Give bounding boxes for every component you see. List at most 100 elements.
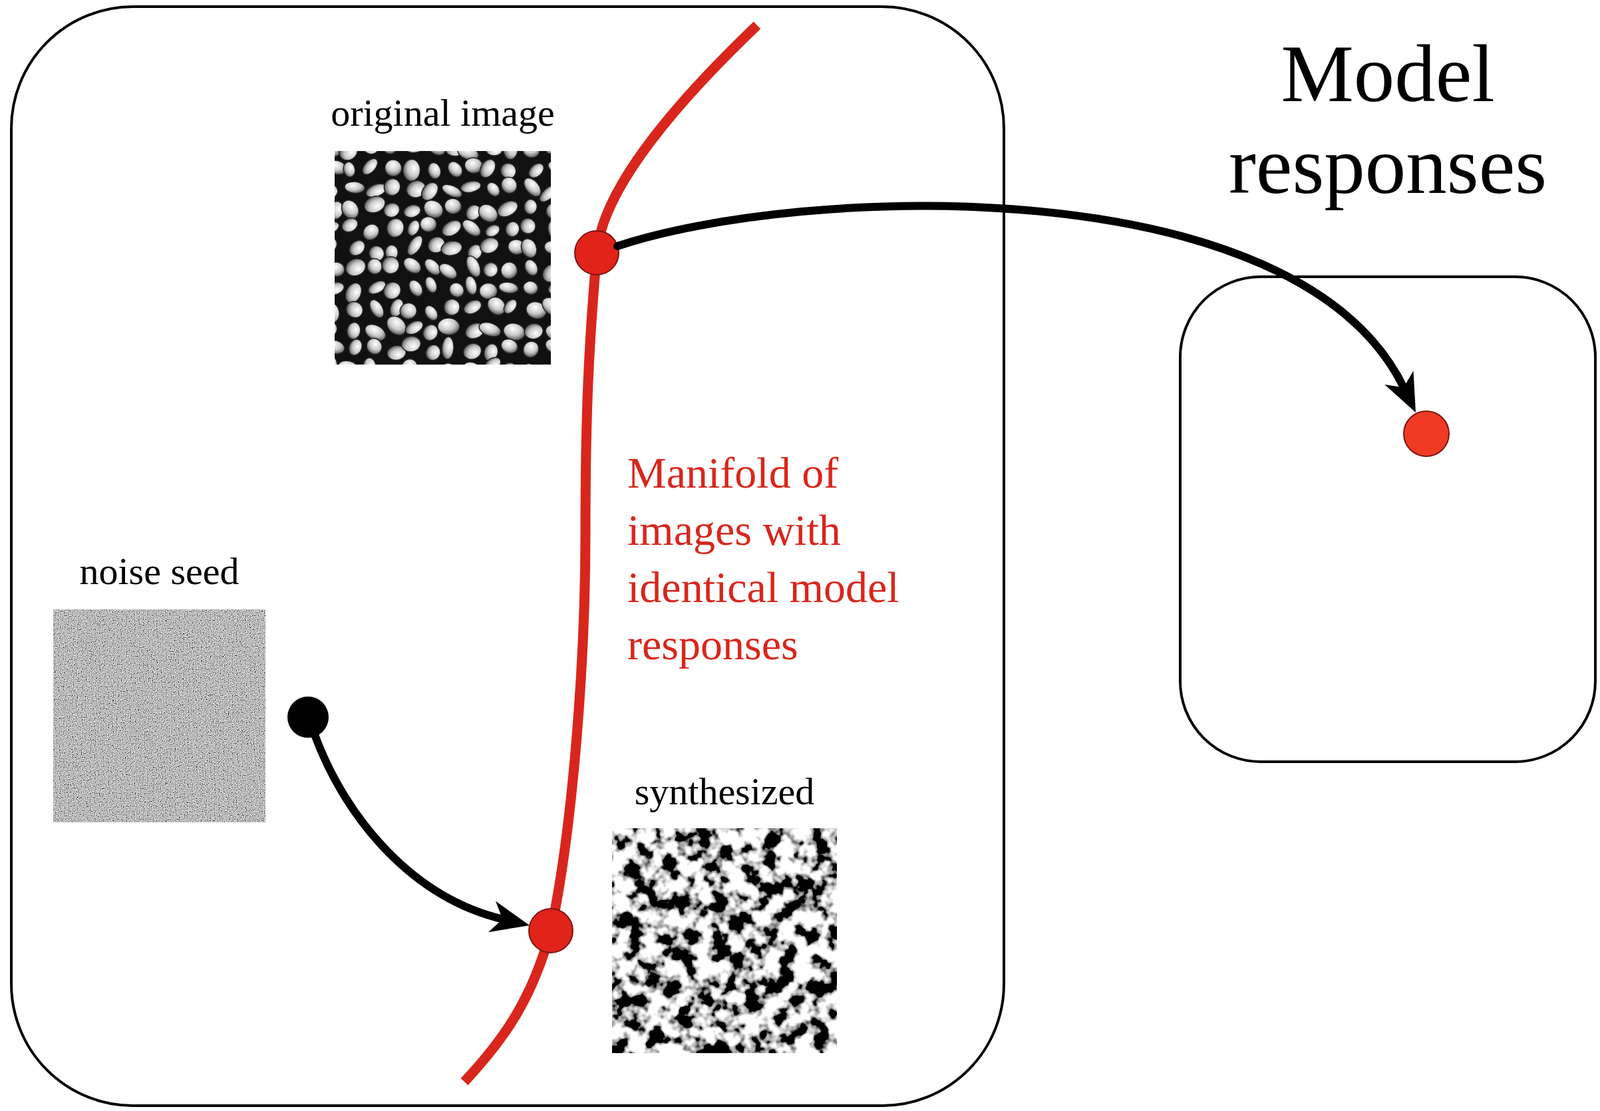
pebble [419,216,438,233]
pebble [461,340,484,362]
text-holder: Manifold of images with identical model … [627,444,960,674]
pebble [383,312,411,339]
pebble [380,363,398,365]
pebble [400,335,422,354]
pebble [439,239,464,258]
pebble [437,317,460,336]
pebble [445,159,466,181]
pebble [439,181,464,201]
texture-ground [334,151,551,365]
pebble [343,255,369,279]
response-space-box: Model responses [1178,275,1597,764]
pebble [359,220,383,244]
synthesized-point [528,908,573,953]
pebble [363,335,385,358]
pebble [521,279,540,297]
pebble [502,151,518,160]
pebble [381,200,402,220]
pebble [334,260,346,279]
pebble [343,180,366,195]
noise-image: noise seed [53,609,266,823]
pebble [461,297,484,317]
mapping-arrow [315,736,530,933]
pebble [522,198,538,215]
pebble [334,353,338,365]
pebble [459,179,482,195]
pebble [463,254,484,280]
pebble [421,303,441,324]
pebble [477,156,499,181]
space-heading: Model responses [1201,27,1575,212]
pebble [439,216,464,240]
pebble [381,156,406,180]
pebble [482,354,503,365]
pebble [538,361,551,365]
pebble [366,297,387,321]
pebble [379,151,400,157]
pebble [403,151,428,156]
pebble [441,336,455,360]
pebble [334,233,341,257]
pebble [438,359,460,365]
pebble [522,257,541,279]
pebble [334,300,341,325]
pebble [402,202,423,219]
pebble [463,274,480,296]
pebble [342,298,366,322]
pebble [400,254,424,277]
pebble [518,236,540,261]
pebble [334,218,342,237]
image-caption: noise seed [79,548,240,595]
pebble [341,160,357,179]
pebble [423,341,444,363]
pebble [498,174,521,197]
arrow-line [617,206,1405,389]
pebble [520,151,543,161]
pebble [443,196,463,216]
pebble [345,321,362,340]
mapping-arrow [617,206,1416,413]
noise-texture [53,609,266,823]
pebble [436,260,460,283]
pebble [503,220,521,239]
pebble [403,318,426,338]
pebble [381,176,404,199]
noise-field [53,609,266,823]
pebbles-texture [334,151,551,365]
image-caption: original image [330,89,555,137]
pebble [459,358,485,365]
pebble [423,274,440,295]
arrow-head [488,901,530,933]
pebble [536,182,551,205]
arrow-head [1384,370,1416,413]
pebble [346,337,365,358]
text-holder: synthesized [634,768,815,815]
pebble [359,155,381,178]
pebble [495,359,521,365]
pebble [383,216,406,240]
pebble [545,202,551,220]
pebble [485,151,503,156]
pebble [426,160,443,180]
pebble [494,197,521,221]
pebble [480,259,501,281]
pebble [402,159,421,181]
blobs-texture [612,828,837,1054]
pebble [498,280,520,295]
manifold-label: Manifold of images with identical model … [627,444,960,674]
response-point [1403,411,1449,457]
pebble [483,222,503,239]
pebble [542,239,551,257]
text-holder: original image [330,89,555,137]
pebble [517,360,541,365]
pebble [538,294,551,320]
pebble [398,355,421,365]
pebble [542,151,551,157]
pebble [500,296,520,317]
text-holder: noise seed [79,548,240,595]
pebble [334,337,346,356]
pebble [546,159,551,177]
pebble [404,232,426,258]
pebble [542,335,551,357]
pebble [334,318,339,339]
